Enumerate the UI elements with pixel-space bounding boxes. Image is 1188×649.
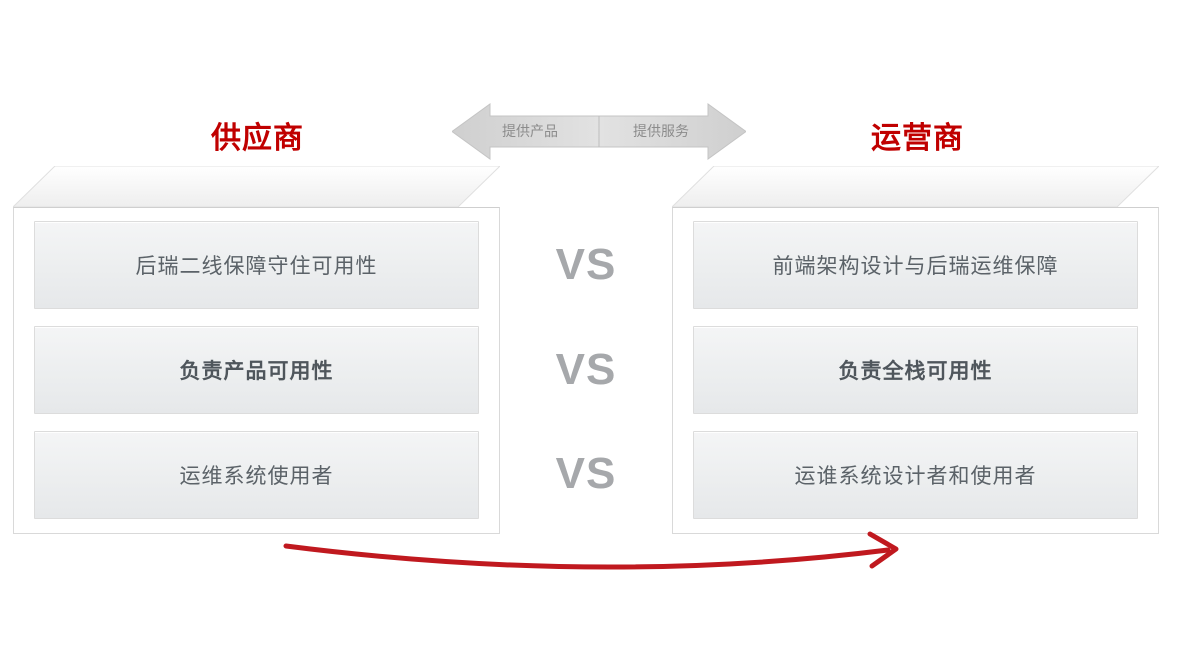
list-item: 运维系统使用者 bbox=[34, 431, 479, 519]
right-panel: 前端架构设计与后瑞运维保障 负责全栈可用性 运谁系统设计者和使用者 bbox=[672, 166, 1159, 534]
left-row-1-label: 负责产品可用性 bbox=[179, 360, 334, 383]
right-row-1-label: 负责全栈可用性 bbox=[838, 360, 993, 383]
list-item: 负责产品可用性 bbox=[34, 326, 479, 414]
left-panel-body: 后瑞二线保障守住可用性 负责产品可用性 运维系统使用者 bbox=[13, 207, 500, 534]
list-item: 后瑞二线保障守住可用性 bbox=[34, 221, 479, 309]
arrow-caption-provide-service: 提供服务 bbox=[633, 123, 689, 139]
left-column-title: 供应商 bbox=[211, 122, 304, 155]
right-column-title: 运营商 bbox=[871, 122, 964, 155]
vs-label-1: VS bbox=[555, 345, 617, 394]
right-row-2-label: 运谁系统设计者和使用者 bbox=[794, 465, 1037, 488]
progression-arrow-icon bbox=[270, 528, 920, 584]
right-panel-body: 前端架构设计与后瑞运维保障 负责全栈可用性 运谁系统设计者和使用者 bbox=[672, 207, 1159, 534]
right-panel-rows: 前端架构设计与后瑞运维保障 负责全栈可用性 运谁系统设计者和使用者 bbox=[693, 221, 1138, 536]
left-panel: 后瑞二线保障守住可用性 负责产品可用性 运维系统使用者 bbox=[13, 166, 500, 534]
left-panel-top-face bbox=[13, 166, 500, 208]
right-row-0-label: 前端架构设计与后瑞运维保障 bbox=[772, 255, 1059, 278]
vs-label-0: VS bbox=[555, 240, 617, 289]
list-item: 前端架构设计与后瑞运维保障 bbox=[693, 221, 1138, 309]
arrow-caption-provide-product: 提供产品 bbox=[502, 123, 558, 139]
right-panel-top-face bbox=[672, 166, 1159, 208]
left-row-2-label: 运维系统使用者 bbox=[179, 465, 334, 488]
vs-label-2: VS bbox=[555, 449, 617, 498]
left-row-0-label: 后瑞二线保障守住可用性 bbox=[135, 255, 378, 278]
list-item: 运谁系统设计者和使用者 bbox=[693, 431, 1138, 519]
list-item: 负责全栈可用性 bbox=[693, 326, 1138, 414]
bidirectional-arrow-icon bbox=[452, 103, 746, 160]
left-panel-rows: 后瑞二线保障守住可用性 负责产品可用性 运维系统使用者 bbox=[34, 221, 479, 536]
